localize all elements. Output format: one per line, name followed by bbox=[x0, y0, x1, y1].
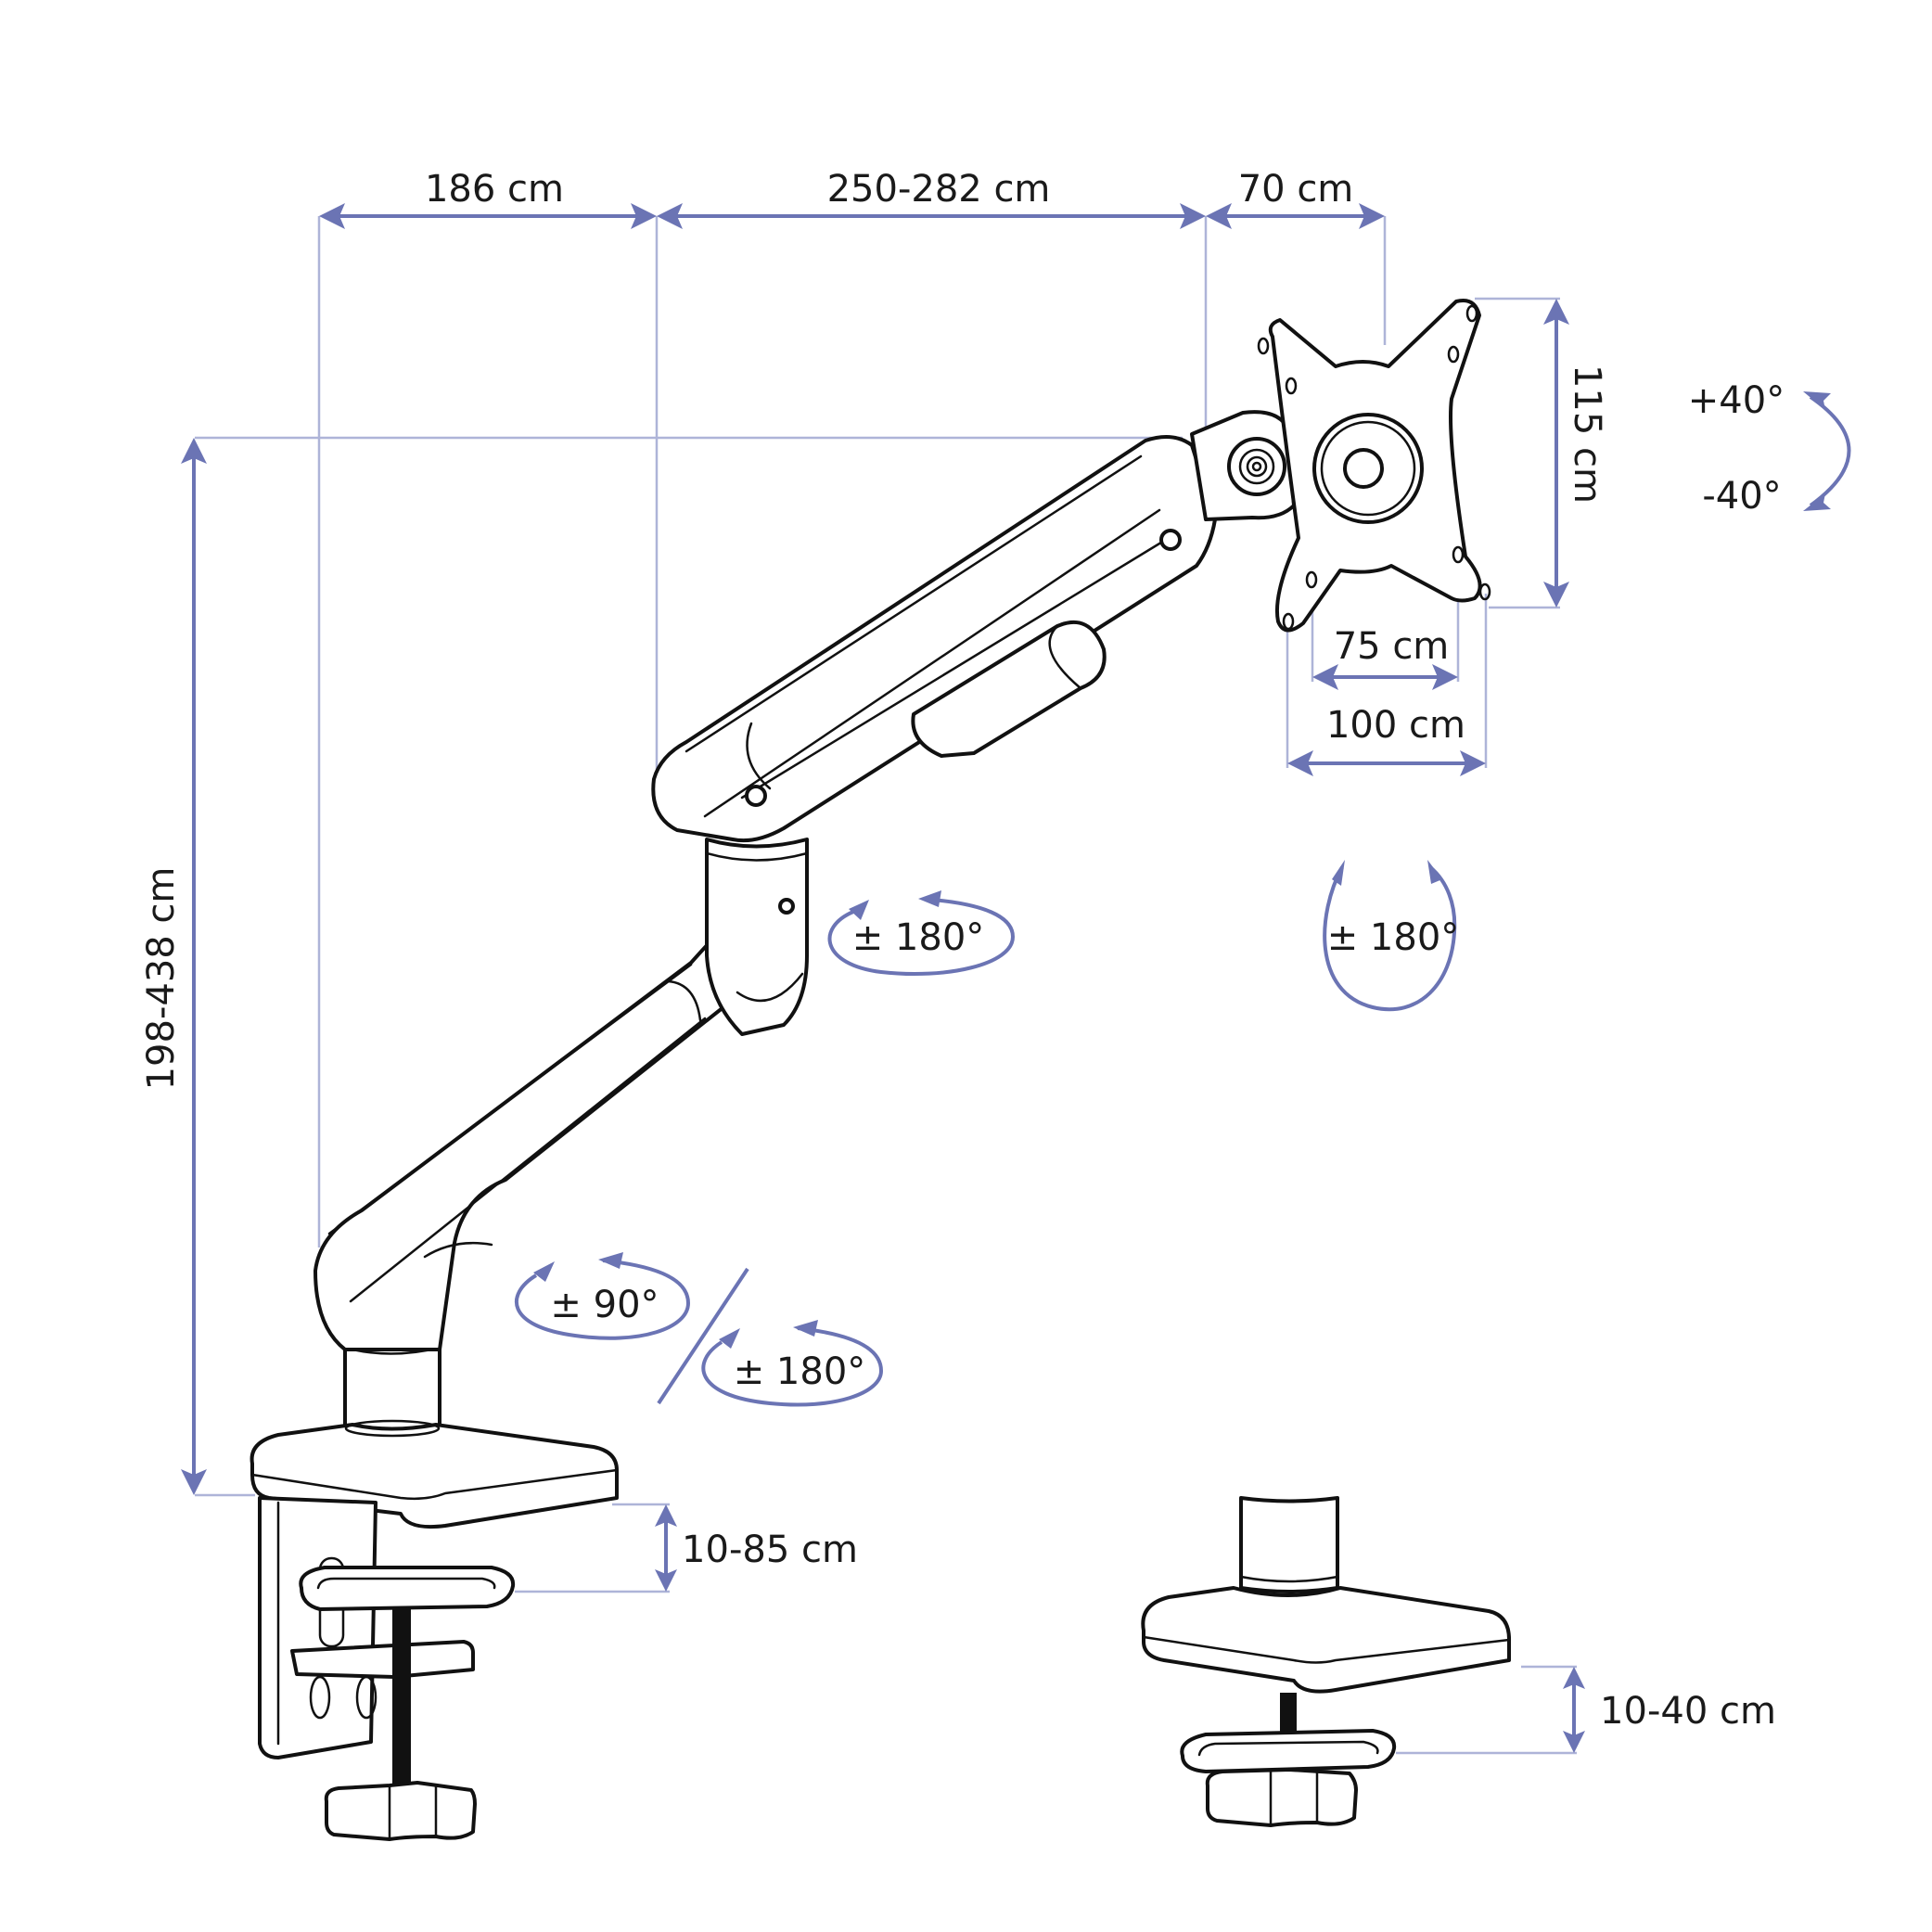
elbow-screw bbox=[778, 898, 795, 915]
tilt-arc-icon bbox=[1809, 395, 1851, 507]
rotation-arrow-icon bbox=[793, 1320, 818, 1337]
arrow-down-icon bbox=[1563, 1731, 1585, 1753]
arrow-up-icon bbox=[1803, 391, 1831, 410]
arrow-up-icon bbox=[655, 1504, 677, 1527]
grommet-pressure-pad bbox=[1180, 1729, 1397, 1773]
arrow-down-icon bbox=[1803, 493, 1831, 511]
height-range-label: 198-438 cm bbox=[140, 867, 183, 1091]
head-rotation-label: ± 180° bbox=[1327, 916, 1460, 959]
gas-spring-cover bbox=[911, 621, 1107, 758]
arrow-down-icon bbox=[655, 1569, 677, 1592]
vesa-100-label: 100 cm bbox=[1326, 704, 1465, 747]
clamp-knob bbox=[324, 1781, 477, 1841]
clamp-bracket bbox=[290, 1640, 475, 1679]
arrow-left-icon bbox=[1312, 664, 1338, 690]
elbow-joint bbox=[705, 838, 809, 1036]
arrow-left-icon bbox=[1206, 203, 1232, 229]
vesa-hole bbox=[1285, 377, 1298, 395]
vesa-hole bbox=[1452, 545, 1465, 564]
arrow-right-icon bbox=[631, 203, 657, 229]
clamp-body bbox=[258, 1496, 377, 1759]
rotation-arrow-icon bbox=[1332, 860, 1345, 886]
clamp-pressure-pad bbox=[299, 1566, 516, 1611]
dimension-vesa-75: 75 cm bbox=[1312, 625, 1458, 690]
vesa-75-label: 75 cm bbox=[1334, 625, 1450, 668]
vesa-hole bbox=[1447, 345, 1460, 364]
vesa-hole bbox=[1305, 570, 1318, 589]
clamp-screw bbox=[392, 1609, 411, 1799]
tilt-indicator: +40° -40° bbox=[1688, 379, 1851, 518]
extension-lines bbox=[195, 216, 1577, 1755]
rotation-arrow-icon bbox=[1427, 860, 1442, 884]
rotation-elbow: ± 180° bbox=[827, 890, 1016, 976]
vesa-hole bbox=[1478, 582, 1491, 601]
arrow-right-icon bbox=[1460, 750, 1486, 776]
dimension-vesa-plate-height: 115 cm bbox=[1543, 299, 1608, 608]
arrow-up-icon bbox=[1563, 1667, 1585, 1689]
base-swivel-a-label: ± 90° bbox=[550, 1284, 659, 1326]
grommet-knob bbox=[1205, 1768, 1358, 1827]
arrow-down-icon bbox=[181, 1469, 207, 1495]
dimension-upper-arm-reach: 250-282 cm bbox=[657, 168, 1206, 229]
dimension-lower-arm-reach: 186 cm bbox=[319, 168, 657, 229]
monitor-arm bbox=[249, 299, 1512, 1841]
clamp-range-label: 10-85 cm bbox=[682, 1529, 858, 1571]
vesa-plate-height-label: 115 cm bbox=[1566, 365, 1608, 504]
dimension-head-offset: 70 cm bbox=[1206, 168, 1385, 229]
arrow-up-icon bbox=[1543, 299, 1569, 325]
vesa-hole bbox=[1257, 337, 1270, 355]
dimension-clamp-range: 10-85 cm bbox=[655, 1504, 858, 1592]
arrow-right-icon bbox=[1180, 203, 1206, 229]
rotation-arrow-icon bbox=[918, 890, 941, 907]
rotation-arrow-icon bbox=[849, 900, 869, 920]
clamp-hole bbox=[309, 1675, 331, 1720]
tilt-knob bbox=[1227, 437, 1286, 496]
tilt-down-label: -40° bbox=[1702, 475, 1781, 518]
upper-arm-pivot-screw bbox=[1159, 529, 1182, 551]
grommet-pole bbox=[1239, 1496, 1339, 1593]
separator-slash bbox=[657, 1267, 749, 1405]
rotation-arrow-icon bbox=[719, 1328, 740, 1349]
arrow-up-icon bbox=[181, 438, 207, 464]
base-swivel-b-label: ± 180° bbox=[734, 1350, 866, 1393]
clamp-hole bbox=[355, 1675, 377, 1720]
dimension-grommet-range: 10-40 cm bbox=[1563, 1667, 1776, 1753]
head-offset-label: 70 cm bbox=[1238, 168, 1354, 211]
upper-arm-reach-label: 250-282 cm bbox=[827, 168, 1051, 211]
upper-arm bbox=[651, 435, 1217, 843]
rotation-arrow-icon bbox=[533, 1261, 555, 1282]
dimension-vesa-100: 100 cm bbox=[1287, 704, 1486, 776]
arrow-right-icon bbox=[1359, 203, 1385, 229]
rotation-base-swivel: ± 90° ± 180° bbox=[514, 1252, 884, 1407]
grommet-plate bbox=[1141, 1586, 1512, 1694]
arrow-down-icon bbox=[1543, 582, 1569, 608]
elbow-swivel-label: ± 180° bbox=[852, 916, 985, 959]
tilt-up-label: +40° bbox=[1688, 379, 1785, 422]
vesa-hole bbox=[1282, 612, 1295, 631]
lower-arm-reach-label: 186 cm bbox=[425, 168, 564, 211]
arrow-left-icon bbox=[319, 203, 345, 229]
upper-arm-pivot-screw bbox=[745, 785, 767, 807]
vesa-hole bbox=[1465, 304, 1478, 323]
arrow-right-icon bbox=[1432, 664, 1458, 690]
arrow-left-icon bbox=[657, 203, 683, 229]
grommet-range-label: 10-40 cm bbox=[1600, 1690, 1776, 1733]
rotation-head: ± 180° bbox=[1323, 860, 1460, 1012]
arrow-left-icon bbox=[1287, 750, 1313, 776]
rotation-arrow-icon bbox=[598, 1252, 623, 1269]
dimension-height-range: 198-438 cm bbox=[140, 438, 207, 1495]
